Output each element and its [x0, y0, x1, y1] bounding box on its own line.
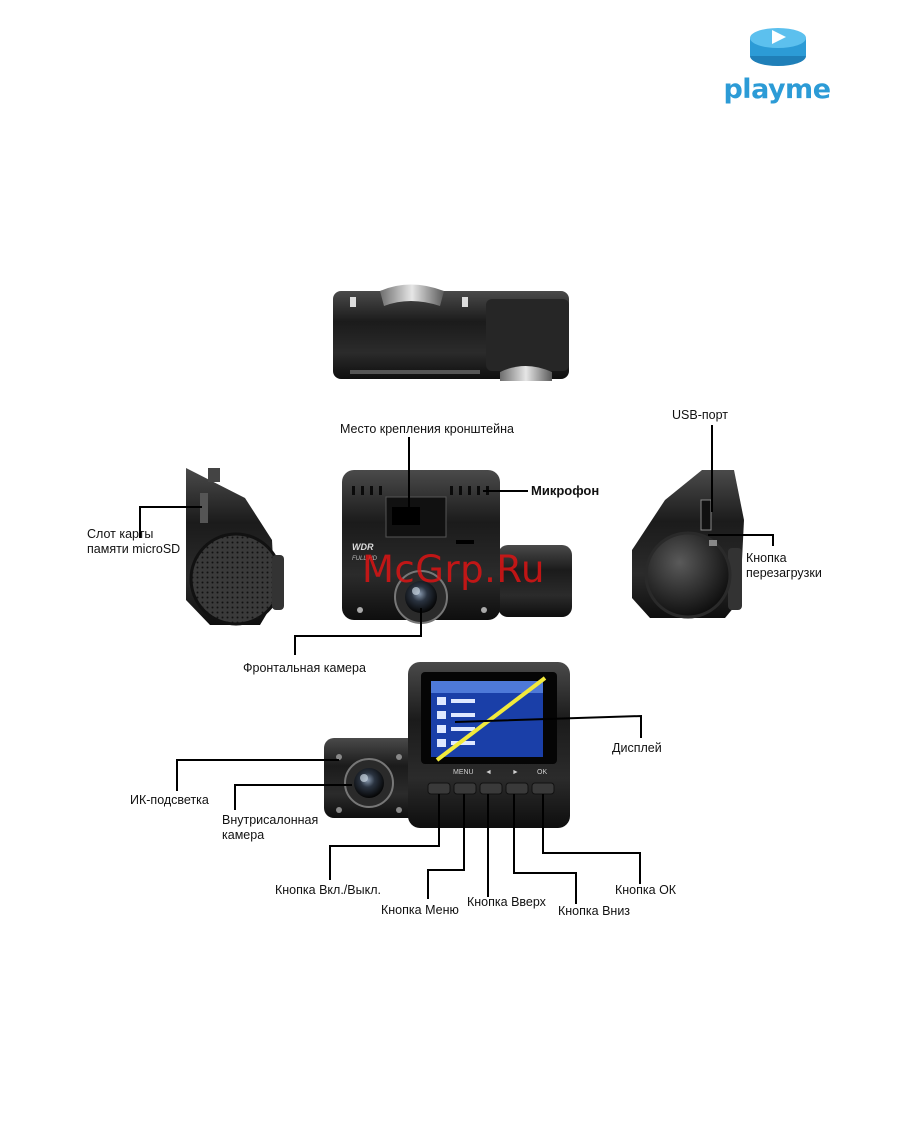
label-sd-slot-line1: Слот карты	[87, 527, 180, 542]
label-sd-slot-line2: памяти microSD	[87, 542, 180, 557]
device-label-ok: OK	[537, 769, 547, 776]
device-menu-button[interactable]	[454, 783, 476, 794]
device-down-button[interactable]	[506, 783, 528, 794]
device-power-button[interactable]	[428, 783, 450, 794]
label-display: Дисплей	[612, 741, 662, 756]
label-reset: Кнопка перезагрузки	[746, 551, 822, 581]
rear-view: MENU ◄ ► OK	[324, 662, 570, 828]
device-label-menu: MENU	[453, 769, 474, 776]
top-view	[333, 285, 569, 382]
right-side-view	[632, 470, 744, 618]
label-cabin-camera-line2: камера	[222, 828, 318, 843]
device-label-right: ►	[512, 769, 519, 776]
device-label-left: ◄	[485, 769, 492, 776]
label-reset-line1: Кнопка	[746, 551, 822, 566]
label-down-button: Кнопка Вниз	[558, 904, 630, 919]
label-reset-line2: перезагрузки	[746, 566, 822, 581]
label-up-button: Кнопка Вверх	[467, 895, 546, 910]
label-cabin-camera-line1: Внутрисалонная	[222, 813, 318, 828]
label-bracket-mount: Место крепления кронштейна	[340, 422, 514, 437]
label-usb-port: USB-порт	[672, 408, 728, 423]
left-side-view	[186, 468, 284, 625]
label-microphone: Микрофон	[531, 483, 599, 498]
leader-ir-light	[177, 760, 339, 791]
label-ir-light: ИК-подсветка	[130, 793, 209, 808]
device-up-button[interactable]	[480, 783, 502, 794]
label-menu-button: Кнопка Меню	[381, 903, 459, 918]
label-cabin-camera: Внутрисалонная камера	[222, 813, 318, 843]
label-ok-button: Кнопка ОК	[615, 883, 676, 898]
label-front-camera: Фронтальная камера	[243, 661, 366, 676]
device-ok-button[interactable]	[532, 783, 554, 794]
label-sd-slot: Слот карты памяти microSD	[87, 527, 180, 557]
label-power-button: Кнопка Вкл./Выкл.	[275, 883, 381, 898]
watermark-text: McGrp.Ru	[362, 548, 545, 591]
